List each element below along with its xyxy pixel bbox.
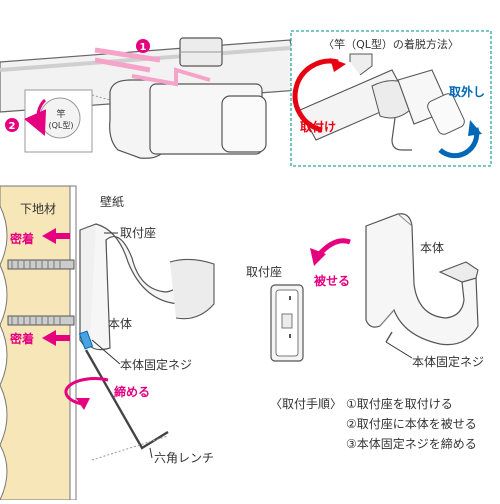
tighten-arrow — [64, 377, 109, 406]
rod-rotation-illustration — [292, 53, 482, 159]
tighten-label: 締める — [114, 384, 150, 399]
mount-seat-label-right: 取付座 — [246, 264, 282, 279]
attach-method-title: 〈竿（QL型）の着脱方法〉 — [323, 37, 459, 51]
adhesion-label-bottom: 密着 — [10, 331, 34, 346]
wall-screws — [7, 259, 75, 326]
screw-leader — [91, 339, 121, 365]
inset-rod-label: 竿 — [56, 108, 65, 120]
cover-label: 被せる — [314, 273, 350, 288]
procedure-step-1: ①取付座を取付ける — [346, 396, 453, 411]
fixing-screw-label-right: 本体固定ネジ — [412, 354, 484, 369]
step2-badge: 2 — [9, 121, 16, 132]
wallpaper-layer — [69, 185, 77, 501]
base-material-label: 下地材 — [20, 202, 56, 216]
procedure-step-3: ③本体固定ネジを締める — [346, 436, 477, 451]
adhesion-label-top: 密着 — [10, 231, 34, 246]
mount-seat-part — [270, 284, 304, 362]
step1-badge-circle — [136, 39, 150, 53]
procedure-step-2: ②取付座に本体を被せる — [346, 416, 477, 431]
hex-wrench-shape — [84, 349, 169, 450]
detach-label: 取外し — [449, 84, 485, 99]
step2-badge-circle — [5, 118, 19, 132]
mount-seat-label-left: 取付座 — [120, 225, 156, 240]
inset-ql-label: (QL型) — [49, 121, 74, 130]
body-label-left: 本体 — [108, 317, 132, 331]
fixing-screw-label-left: 本体固定ネジ — [120, 357, 192, 372]
body-label-right: 本体 — [420, 241, 444, 255]
fixing-screw-mark — [78, 330, 94, 350]
rod-attach-illustration — [0, 37, 301, 159]
wallpaper-label: 壁紙 — [100, 194, 124, 209]
procedure-title: 〈取付手順〉 — [270, 397, 342, 411]
step1-badge: 1 — [140, 42, 147, 53]
attach-label: 取付け — [300, 119, 336, 134]
hex-wrench-label: 六角レンチ — [154, 451, 214, 465]
bracket-body-part — [365, 213, 479, 359]
